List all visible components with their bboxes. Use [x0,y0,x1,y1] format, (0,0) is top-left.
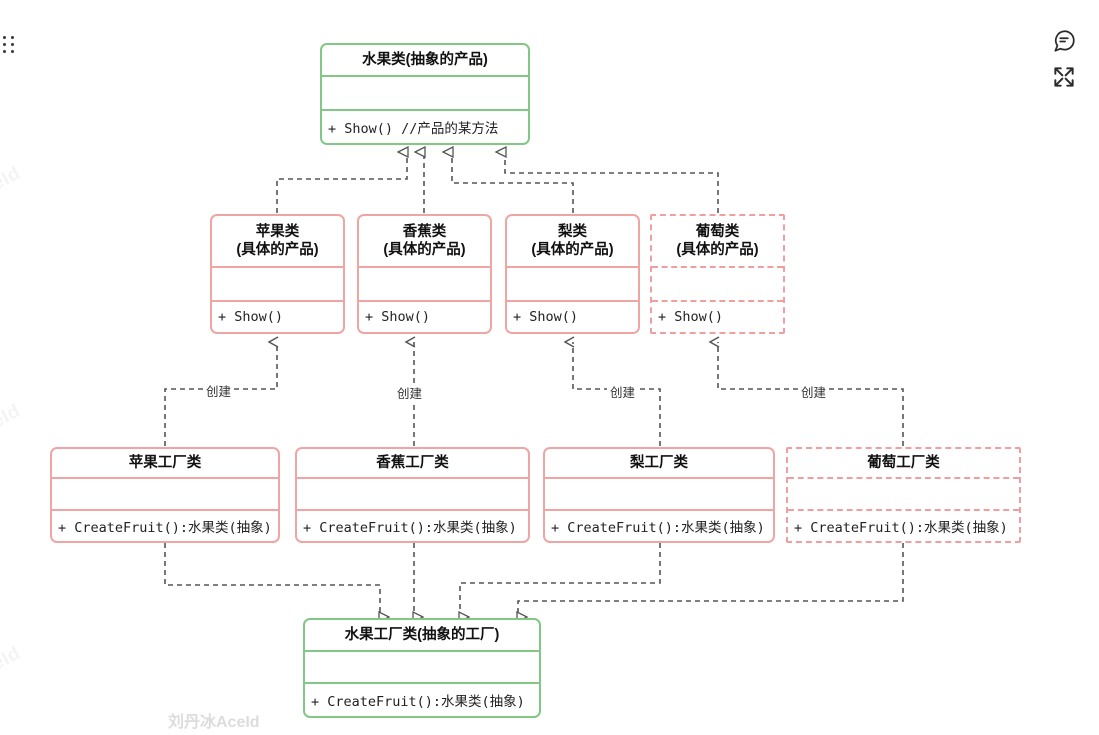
class-title-line2: (具体的产品) [236,242,319,258]
class-title: 苹果工厂类 [52,449,278,479]
class-title: 香蕉工厂类 [297,449,528,479]
watermark-main: 刘丹冰AceId [168,714,260,731]
class-attributes [652,268,783,302]
class-operations: + CreateFruit():水果类(抽象) [551,520,765,536]
class-title: 苹果类 (具体的产品) [212,216,343,268]
class-operations: + Show() [365,309,431,325]
edge-pear-factory-to-fruit-factory [460,543,661,617]
comment-icon[interactable] [1051,28,1077,54]
class-box-grape-factory[interactable]: 葡萄工厂类 + CreateFruit():水果类(抽象) [786,447,1021,543]
edge-grape-factory-to-fruit-factory [518,543,904,617]
class-attributes [545,479,773,511]
class-title: 葡萄工厂类 [788,449,1019,479]
edge-grape-factory-creates-grape [708,336,904,446]
class-operations: + Show() [658,309,724,325]
class-box-abstract-product[interactable]: 水果类(抽象的产品) + Show() //产品的某方法 [320,43,530,145]
class-title-line1: 梨类 [557,223,587,240]
class-title-line1: 葡萄类 [695,223,740,240]
class-box-pear-factory[interactable]: 梨工厂类 + CreateFruit():水果类(抽象) [543,447,775,543]
class-title: 水果类(抽象的产品) [322,45,528,77]
class-title: 梨类 (具体的产品) [507,216,638,268]
handle-dot [11,50,14,53]
edge-label-create-banana: 创建 [394,383,426,402]
class-attributes [788,479,1019,511]
edge-apple-to-fruit [276,152,407,213]
class-operations: + CreateFruit():水果类(抽象) [794,520,1008,536]
class-box-pear[interactable]: 梨类 (具体的产品) + Show() [505,214,640,334]
class-attributes [52,479,278,511]
class-attributes [322,77,528,111]
class-title-line1: 苹果类 [255,223,300,240]
class-operations: + Show() //产品的某方法 [328,121,499,137]
handle-dot [11,43,14,46]
class-title: 香蕉类 (具体的产品) [359,216,490,268]
class-attributes [297,479,528,511]
class-title: 梨工厂类 [545,449,773,479]
class-box-abstract-factory[interactable]: 水果工厂类(抽象的工厂) + CreateFruit():水果类(抽象) [303,618,541,718]
class-attributes [305,652,539,684]
class-box-grape[interactable]: 葡萄类 (具体的产品) + Show() [650,214,785,334]
edge-apple-factory-to-fruit-factory [164,543,380,617]
class-attributes [507,268,638,302]
class-box-apple-factory[interactable]: 苹果工厂类 + CreateFruit():水果类(抽象) [50,447,280,543]
class-box-apple[interactable]: 苹果类 (具体的产品) + Show() [210,214,345,334]
class-attributes [212,268,343,302]
class-operations: + Show() [513,309,579,325]
class-box-banana[interactable]: 香蕉类 (具体的产品) + Show() [357,214,492,334]
edge-pear-to-fruit [452,152,574,213]
edge-grape-to-fruit [505,152,719,213]
edge-label-create-apple: 创建 [203,381,235,400]
class-operations: + CreateFruit():水果类(抽象) [58,520,272,536]
handle-dot [3,43,6,46]
class-title-line2: (具体的产品) [383,242,466,258]
class-operations: + CreateFruit():水果类(抽象) [311,694,525,710]
handle-dot [11,36,14,39]
class-title-line2: (具体的产品) [676,242,759,258]
class-operations: + Show() [218,309,284,325]
class-title-line2: (具体的产品) [531,242,614,258]
class-title: 葡萄类 (具体的产品) [652,216,783,268]
fullscreen-icon[interactable] [1051,64,1077,90]
handle-dot [3,50,6,53]
class-title: 水果工厂类(抽象的工厂) [305,620,539,652]
class-operations: + CreateFruit():水果类(抽象) [303,520,517,536]
edge-label-create-pear: 创建 [607,382,639,401]
class-attributes [359,268,490,302]
edge-label-create-grape: 创建 [798,382,830,401]
class-title-line1: 香蕉类 [402,223,447,240]
class-box-banana-factory[interactable]: 香蕉工厂类 + CreateFruit():水果类(抽象) [295,447,530,543]
drag-handle[interactable] [3,36,17,56]
handle-dot [3,36,6,39]
